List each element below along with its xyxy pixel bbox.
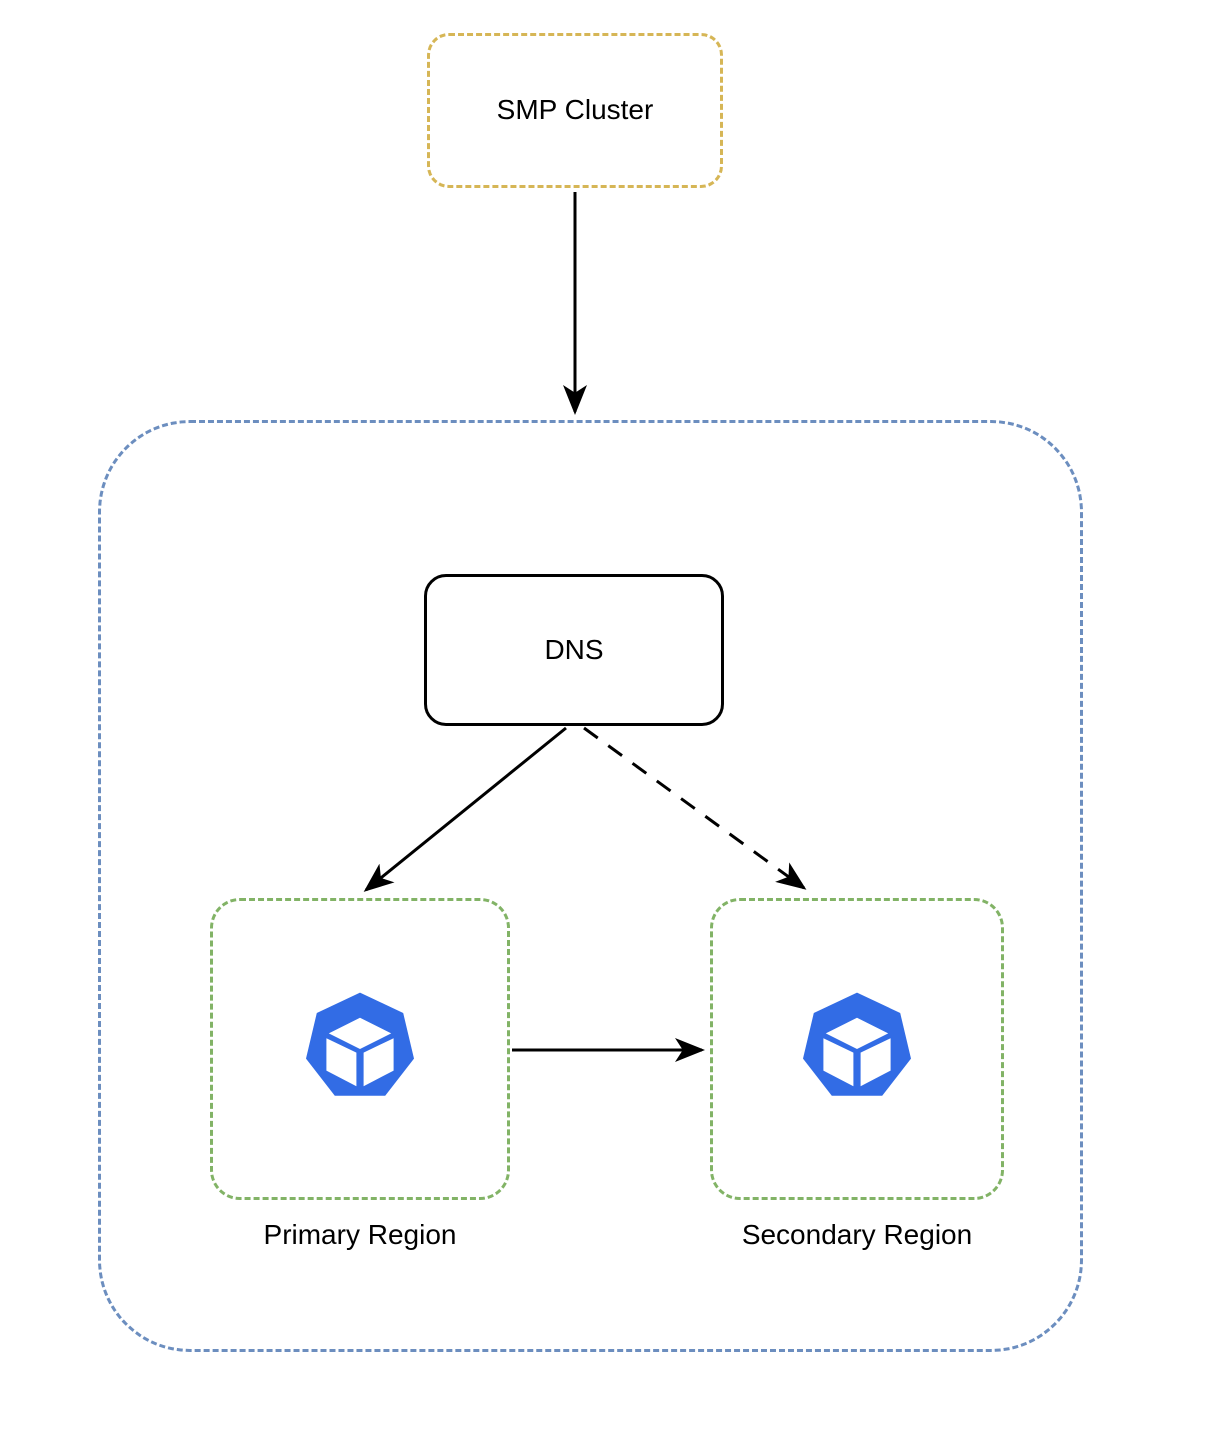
primary-region-label: Primary Region <box>263 1219 457 1250</box>
smp-cluster-label: SMP Cluster <box>496 94 654 126</box>
outer-boundary-container <box>98 420 1083 1352</box>
edge-dns-to-primary <box>363 726 567 892</box>
edge-dns-to-secondary <box>583 726 807 890</box>
secondary-region-label: Secondary Region <box>741 1219 973 1250</box>
kubernetes-icon <box>803 992 911 1096</box>
primary-region-box[interactable] <box>210 898 510 1200</box>
kubernetes-icon <box>306 992 414 1096</box>
dns-label: DNS <box>544 633 604 665</box>
secondary-region-box[interactable] <box>710 898 1004 1200</box>
smp-cluster-node[interactable]: SMP Cluster <box>427 33 723 188</box>
dns-node[interactable]: DNS <box>424 574 724 726</box>
